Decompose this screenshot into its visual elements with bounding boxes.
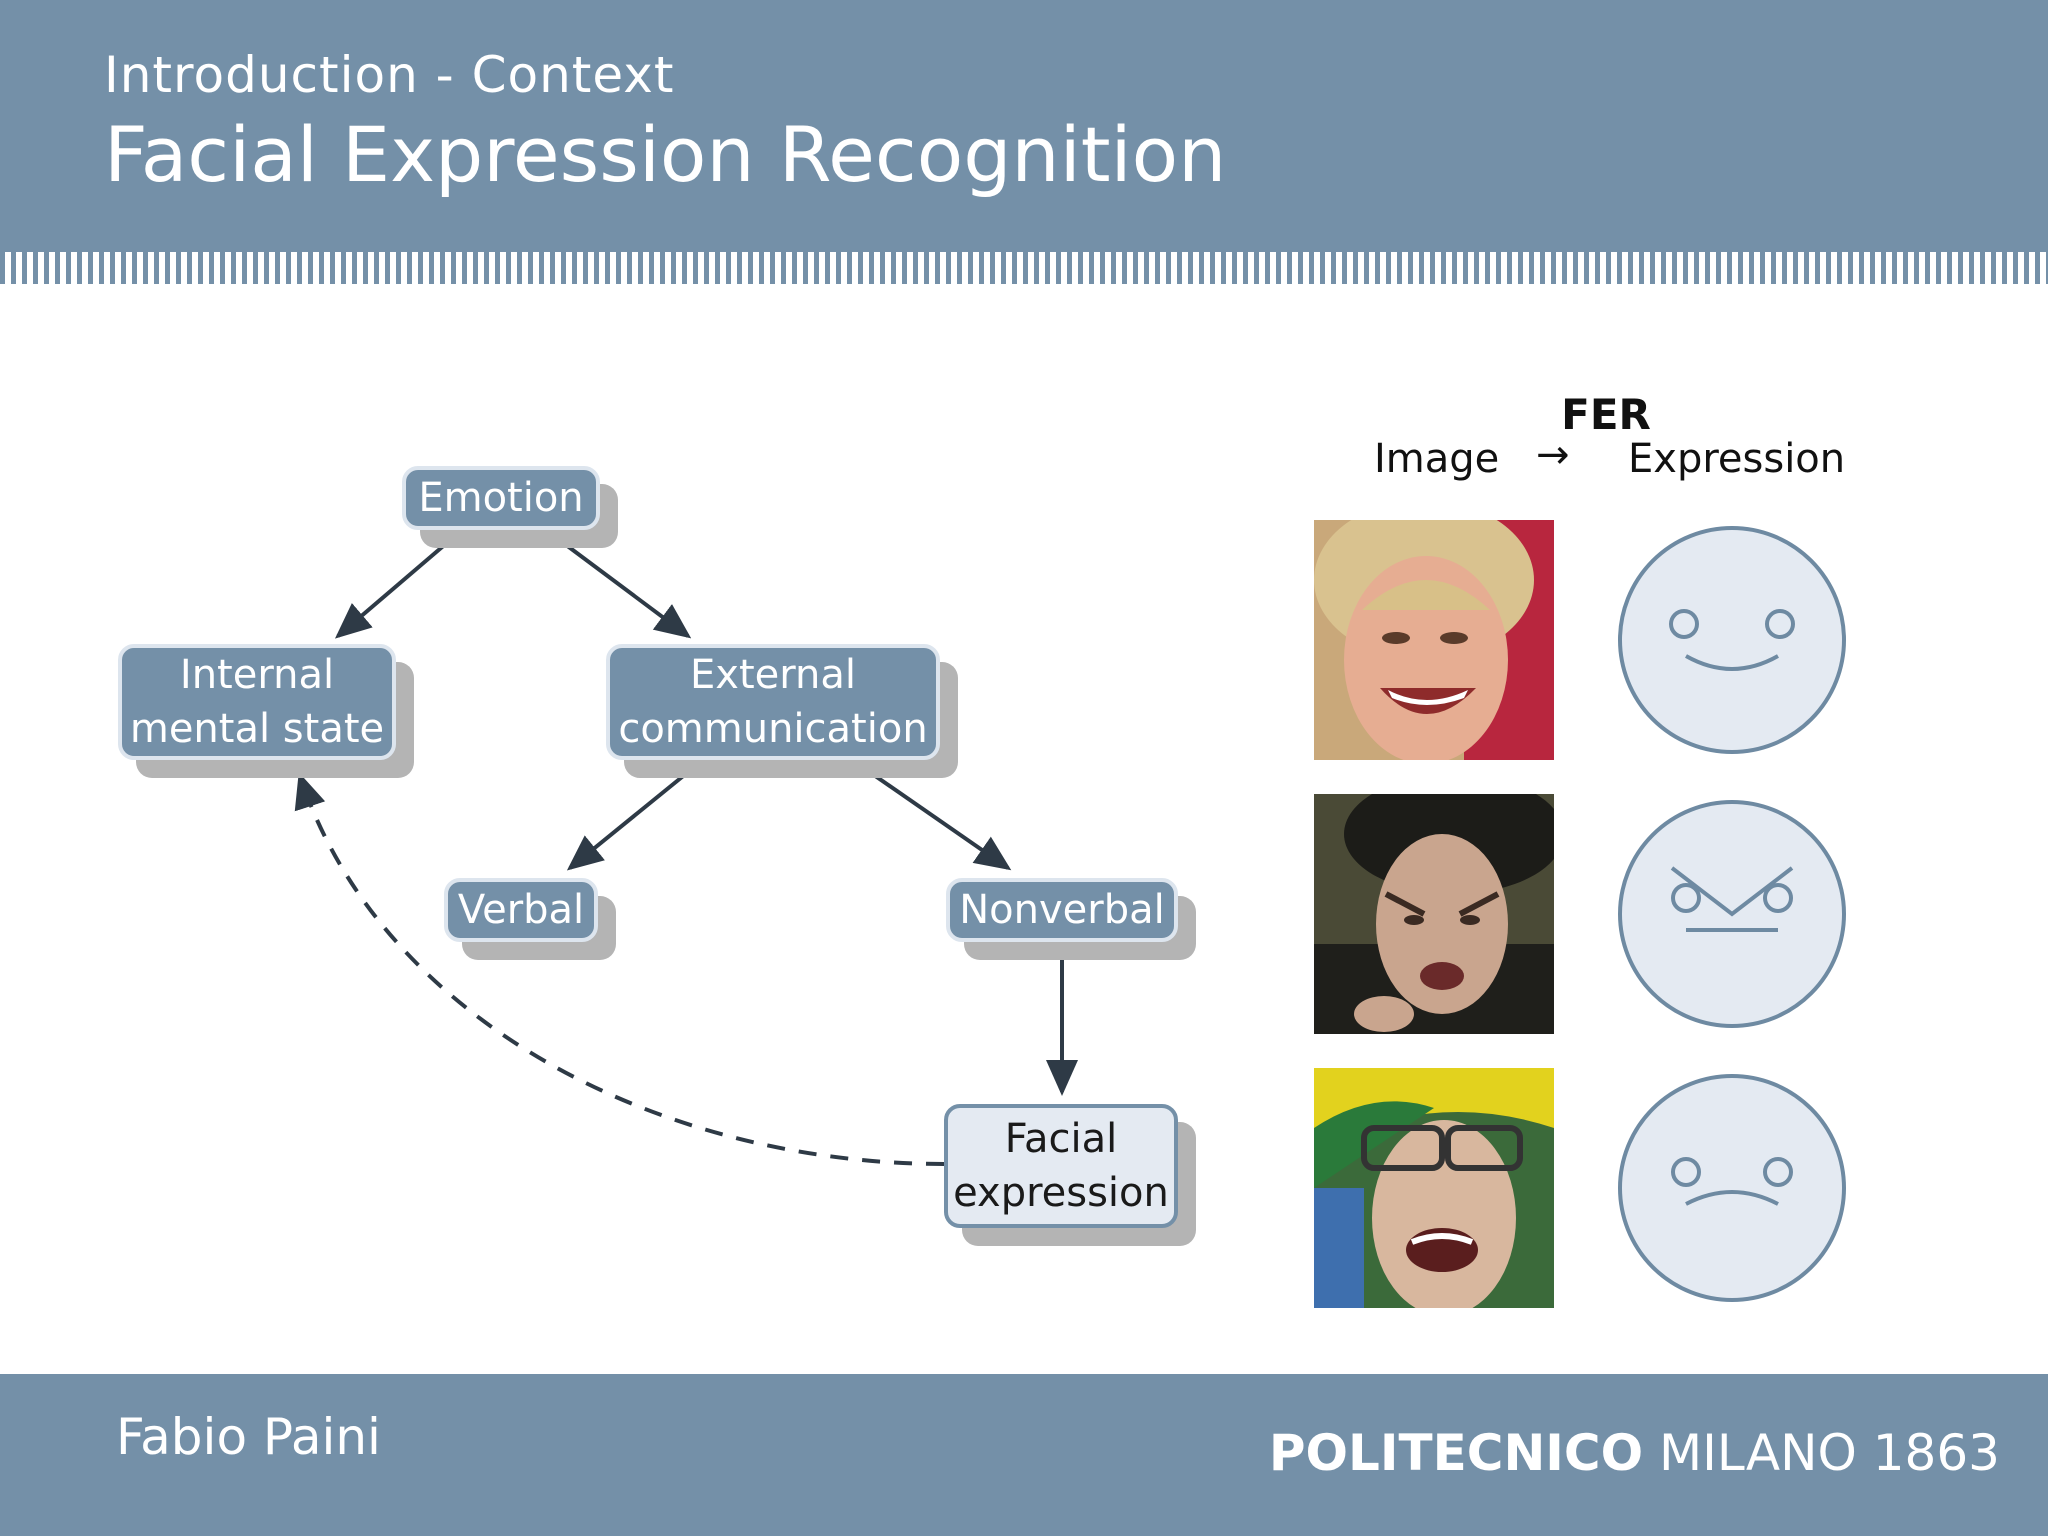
node-external-line1: External <box>690 652 856 698</box>
fer-title: FER <box>1561 390 1651 439</box>
node-facial-line1: Facial <box>1004 1116 1118 1162</box>
node-nonverbal: Nonverbal <box>946 878 1178 942</box>
node-facial-line2: expression <box>953 1170 1169 1216</box>
arrow-external-verbal <box>566 762 700 871</box>
arrow-emotion-external <box>544 528 692 639</box>
institution-bold: POLITECNICO <box>1268 1424 1644 1482</box>
happy-smiley-icon <box>1618 526 1846 754</box>
header-bar <box>0 0 2048 244</box>
node-verbal-label: Verbal <box>457 887 585 933</box>
sad-smiley-icon <box>1618 1074 1846 1302</box>
node-external-communication: External communication <box>606 644 940 760</box>
node-external-line2: communication <box>618 706 928 752</box>
angry-face-photo <box>1314 794 1554 1034</box>
sad-face-photo <box>1314 1068 1554 1308</box>
page-title: Facial Expression Recognition <box>104 110 1227 199</box>
node-facial-expression: Facial expression <box>944 1104 1178 1228</box>
fer-arrow: → <box>1536 432 1570 478</box>
node-internal-line1: Internal <box>179 652 335 698</box>
institution-logo-text: POLITECNICO MILANO 1863 <box>1269 1424 2000 1482</box>
angry-smiley-icon <box>1618 800 1846 1028</box>
fer-image-label: Image <box>1374 436 1500 482</box>
institution-rest: MILANO 1863 <box>1659 1424 2000 1482</box>
node-internal-line2: mental state <box>129 706 385 752</box>
author-name: Fabio Paini <box>116 1408 381 1466</box>
section-title: Introduction - Context <box>104 46 675 104</box>
happy-face-photo <box>1314 520 1554 760</box>
arrow-facial-internal-dashed <box>294 772 945 1166</box>
node-emotion-label: Emotion <box>418 475 584 521</box>
footer-bar <box>0 1374 2048 1536</box>
arrow-external-nonverbal <box>856 762 1012 871</box>
node-verbal: Verbal <box>444 878 598 942</box>
arrow-emotion-internal <box>334 528 464 639</box>
node-emotion: Emotion <box>402 466 600 530</box>
fer-expression-label: Expression <box>1628 436 1846 482</box>
node-nonverbal-label: Nonverbal <box>959 887 1165 933</box>
node-internal-mental-state: Internal mental state <box>118 644 396 760</box>
